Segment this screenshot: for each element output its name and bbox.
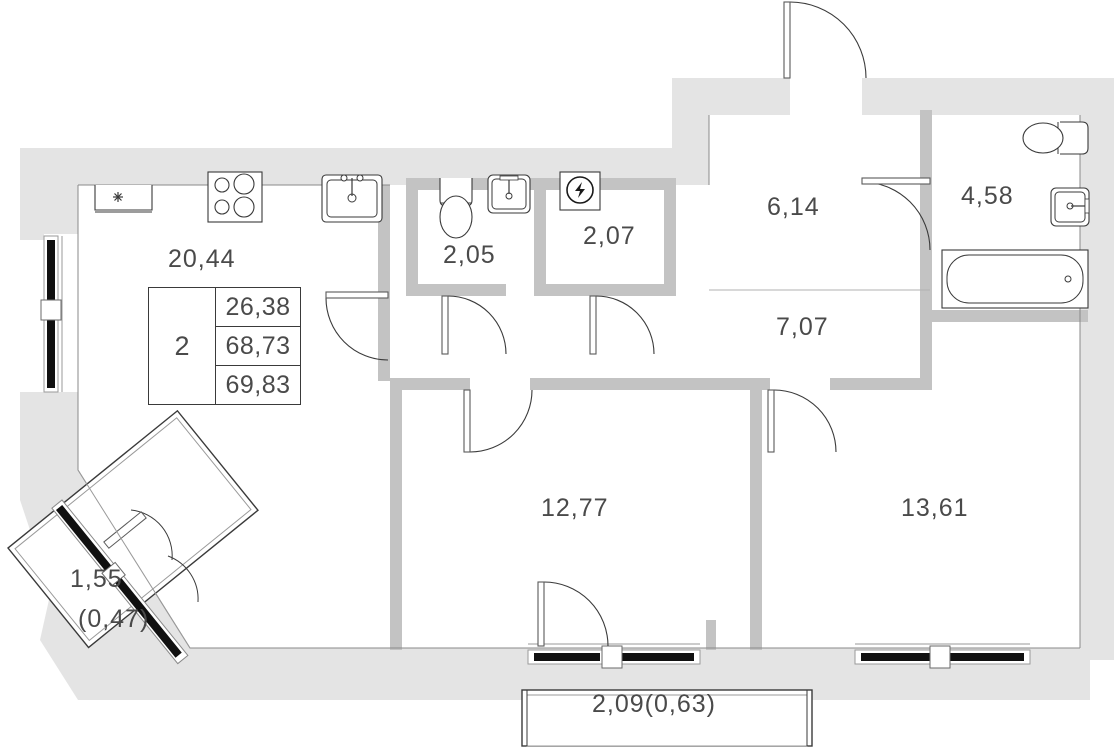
bathtub-icon	[941, 249, 1089, 309]
door-wc	[441, 295, 507, 355]
area-label-wc: 2,05	[443, 241, 496, 269]
door-bathroom	[861, 177, 931, 251]
area-label-balcony-left: 1,55	[70, 565, 123, 593]
floor-edge-lines	[77, 469, 191, 649]
door-kitchen	[325, 291, 389, 361]
fridge-icon	[94, 185, 153, 213]
summary-living-area: 26,38	[225, 292, 291, 321]
area-label-hall-lower: 7,07	[776, 313, 829, 341]
balcony-left-door-swing	[103, 509, 199, 603]
area-label-bedroom-right: 13,61	[901, 494, 969, 522]
door-balcony-bedroom-left	[537, 581, 609, 647]
window-bedroom-left	[527, 643, 701, 669]
area-label-bedroom-left: 12,77	[541, 494, 609, 522]
window-bedroom-right	[854, 643, 1031, 669]
area-label-bathroom: 4,58	[961, 182, 1014, 210]
summary-total-area: 68,73	[216, 326, 300, 365]
door-utility	[589, 295, 655, 355]
area-label-hall-upper: 6,14	[767, 193, 820, 221]
kitchen-sink-icon	[321, 174, 383, 223]
stove-icon	[207, 171, 263, 223]
area-label-balcony-left-reduced: (0,47)	[78, 605, 150, 633]
balcony-bottom	[521, 689, 813, 747]
summary-table: 2 26,38 68,73 69,83	[148, 287, 301, 405]
electric-panel-icon	[559, 171, 601, 211]
door-entry-top	[783, 1, 867, 79]
balcony-left-glazing	[51, 499, 189, 665]
area-label-kitchen-living: 20,44	[168, 245, 236, 273]
window-left	[40, 235, 63, 393]
door-hall-lower	[767, 389, 837, 453]
bathroom-toilet-icon	[1022, 121, 1089, 155]
bathroom-washbasin-icon	[1050, 187, 1090, 227]
washbasin-icon	[487, 174, 531, 214]
summary-rooms-count: 2	[149, 288, 216, 404]
summary-total-with-balconies: 69,83	[216, 365, 300, 404]
toilet-icon	[439, 178, 473, 239]
area-label-utility: 2,07	[583, 222, 636, 250]
door-bedroom-left	[463, 389, 533, 453]
area-label-balcony-bottom: 2,09(0,63)	[592, 690, 716, 718]
